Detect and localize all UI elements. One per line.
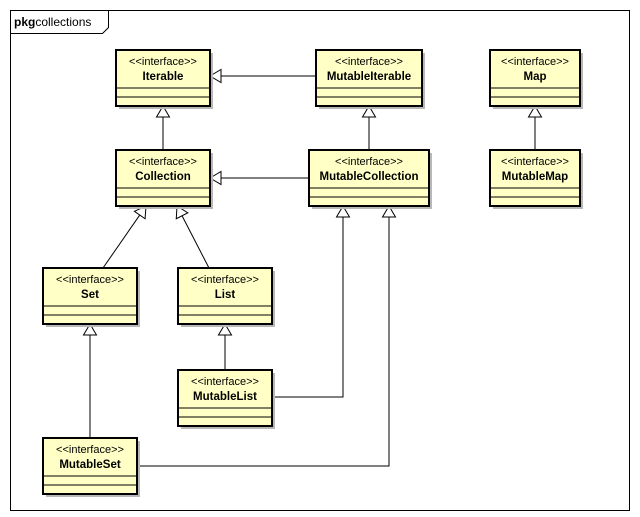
generalization-edge-mutable-list-to-mutable-collection <box>272 205 351 398</box>
stereotype-label: <<interface>> <box>335 156 403 168</box>
class-name: Set <box>81 289 99 301</box>
generalization-arrowhead <box>82 323 98 336</box>
class-name: MutableIterable <box>327 71 411 83</box>
stereotype-label: <<interface>> <box>501 156 569 168</box>
package-keyword: pkg <box>14 15 35 29</box>
generalization-arrowhead <box>209 68 222 84</box>
class-name: List <box>215 289 236 301</box>
stereotype-label: <<interface>> <box>56 274 124 286</box>
edge-line <box>181 215 210 269</box>
class-name: Iterable <box>143 71 184 83</box>
class-iterable[interactable]: <<interface>> Iterable <box>115 49 213 109</box>
generalization-edge-collection-to-iterable <box>155 105 171 150</box>
class-mutable-map[interactable]: <<interface>> MutableMap <box>489 149 583 209</box>
stereotype-label: <<interface>> <box>129 56 197 68</box>
generalization-edge-mutable-map-to-map <box>527 105 543 150</box>
generalization-edge-mutable-iterable-to-iterable <box>209 68 316 84</box>
package-name: collections <box>35 15 91 29</box>
stereotype-label: <<interface>> <box>501 56 569 68</box>
generalization-arrowhead <box>155 105 171 118</box>
generalization-arrowhead <box>527 105 543 118</box>
edge-line <box>137 217 390 467</box>
class-name: MutableMap <box>502 171 568 183</box>
edge-line <box>272 217 344 398</box>
stereotype-label: <<interface>> <box>129 156 197 168</box>
class-map[interactable]: <<interface>> Map <box>489 49 583 109</box>
class-name: MutableSet <box>59 459 121 471</box>
generalization-edge-mutable-list-to-list <box>217 323 233 370</box>
class-mutable-list[interactable]: <<interface>> MutableList <box>177 369 275 429</box>
class-mutable-collection[interactable]: <<interface>> MutableCollection <box>308 149 432 209</box>
class-set[interactable]: <<interface>> Set <box>42 267 140 327</box>
generalization-arrowhead <box>175 205 189 220</box>
svg-text:pkgcollections: pkgcollections <box>14 15 91 29</box>
generalization-edge-list-to-collection <box>175 205 210 269</box>
class-collection[interactable]: <<interface>> Collection <box>115 149 213 209</box>
class-name: MutableList <box>193 391 257 403</box>
class-list[interactable]: <<interface>> List <box>177 267 275 327</box>
stereotype-label: <<interface>> <box>191 274 259 286</box>
stereotype-label: <<interface>> <box>191 376 259 388</box>
generalization-arrowhead <box>217 323 233 336</box>
generalization-arrowhead <box>381 205 397 218</box>
generalization-edge-set-to-collection <box>102 205 147 269</box>
edge-line <box>102 214 141 269</box>
class-name: MutableCollection <box>319 171 418 183</box>
package-frame: pkgcollections <box>10 10 630 511</box>
generalization-edge-mutable-collection-to-mutable-iterable <box>361 105 377 150</box>
generalization-arrowhead <box>361 105 377 118</box>
generalization-edge-mutable-collection-to-collection <box>209 170 309 186</box>
generalization-edge-mutable-set-to-set <box>82 323 98 438</box>
classes: <<interface>> Iterable <<interface>> Mutabl… <box>42 49 583 497</box>
relations <box>82 68 543 467</box>
class-mutable-iterable[interactable]: <<interface>> MutableIterable <box>315 49 425 109</box>
class-name: Map <box>524 71 547 83</box>
generalization-arrowhead <box>209 170 222 186</box>
class-name: Collection <box>135 171 191 183</box>
stereotype-label: <<interface>> <box>335 56 403 68</box>
stereotype-label: <<interface>> <box>56 444 124 456</box>
generalization-arrowhead <box>335 205 351 218</box>
generalization-edge-mutable-set-to-mutable-collection <box>137 205 397 467</box>
class-mutable-set[interactable]: <<interface>> MutableSet <box>42 437 140 497</box>
